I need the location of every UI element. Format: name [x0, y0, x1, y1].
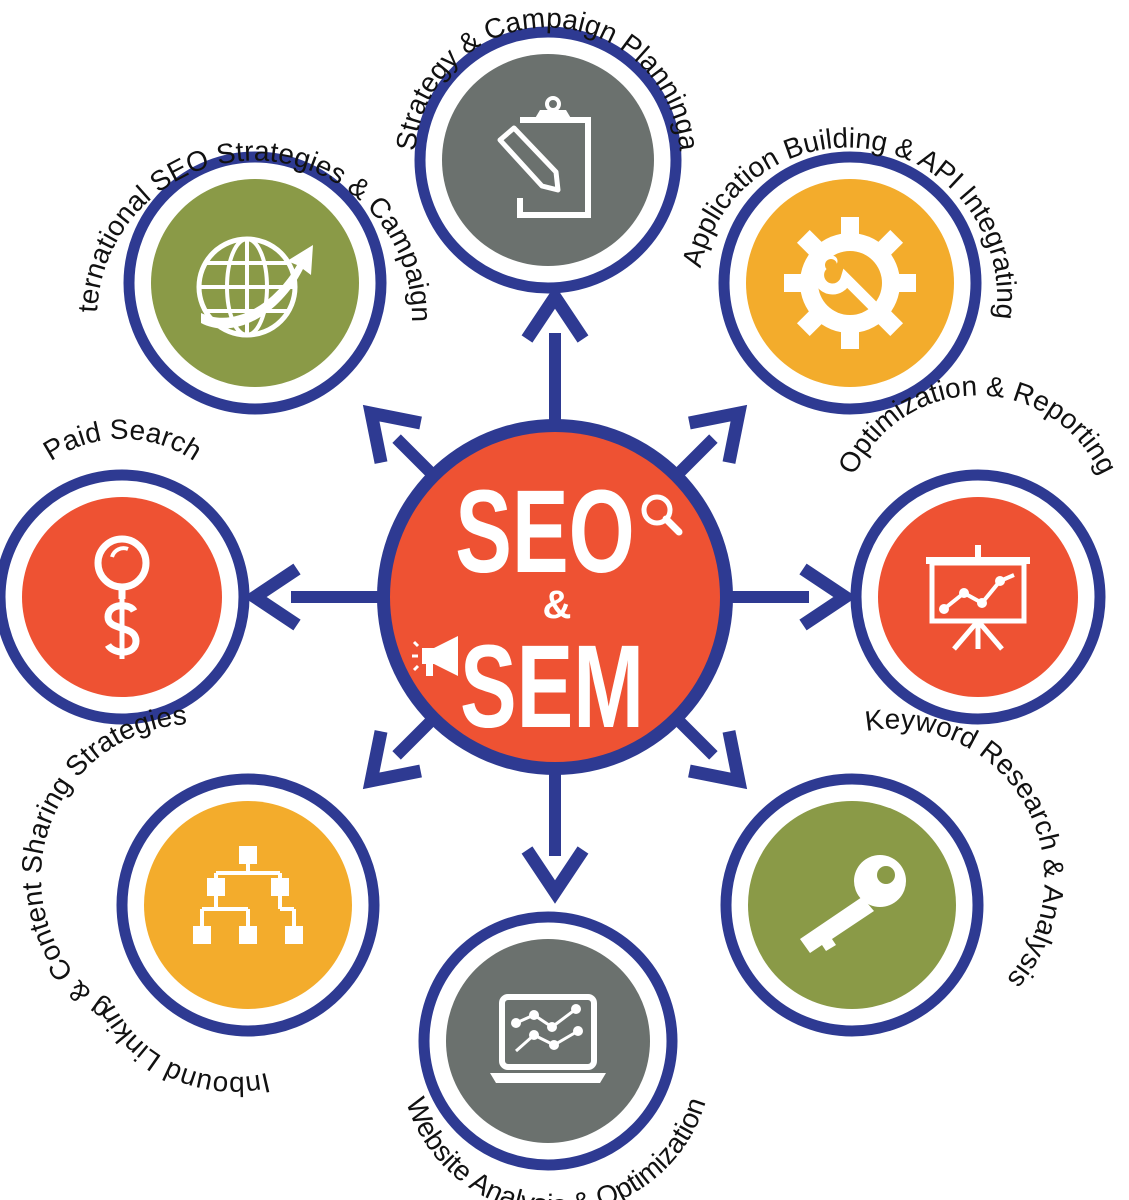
center-disc — [390, 432, 720, 762]
center-hub: SEO & SEM — [377, 419, 733, 775]
center-ampersand: & — [543, 583, 572, 627]
node-application — [718, 151, 982, 415]
magnifier-dollar-icon — [94, 535, 150, 659]
node-website — [418, 911, 678, 1171]
node-disc-inbound — [144, 801, 352, 1009]
node-international — [123, 151, 387, 415]
sitemap-icon — [193, 846, 303, 944]
center-title-sem: SEM — [460, 620, 644, 752]
node-disc-international — [151, 179, 359, 387]
node-keyword — [720, 773, 984, 1037]
globe-arrow-icon — [196, 236, 313, 338]
megaphone-icon — [412, 636, 458, 676]
node-paid — [0, 469, 250, 725]
node-strategy — [414, 26, 682, 294]
node-disc-optimization-reporting — [878, 497, 1078, 697]
presentation-chart-icon — [926, 545, 1030, 651]
center-title-seo: SEO — [455, 465, 634, 597]
clipboard-pencil-icon — [497, 96, 591, 218]
gear-wrench-icon — [784, 217, 916, 349]
node-optimization-reporting — [850, 469, 1106, 725]
node-label-paid: Paid Search — [38, 414, 208, 467]
node-inbound — [116, 773, 380, 1037]
laptop-chart-icon — [490, 994, 606, 1083]
magnifier-icon — [641, 494, 683, 536]
key-icon — [800, 855, 906, 953]
